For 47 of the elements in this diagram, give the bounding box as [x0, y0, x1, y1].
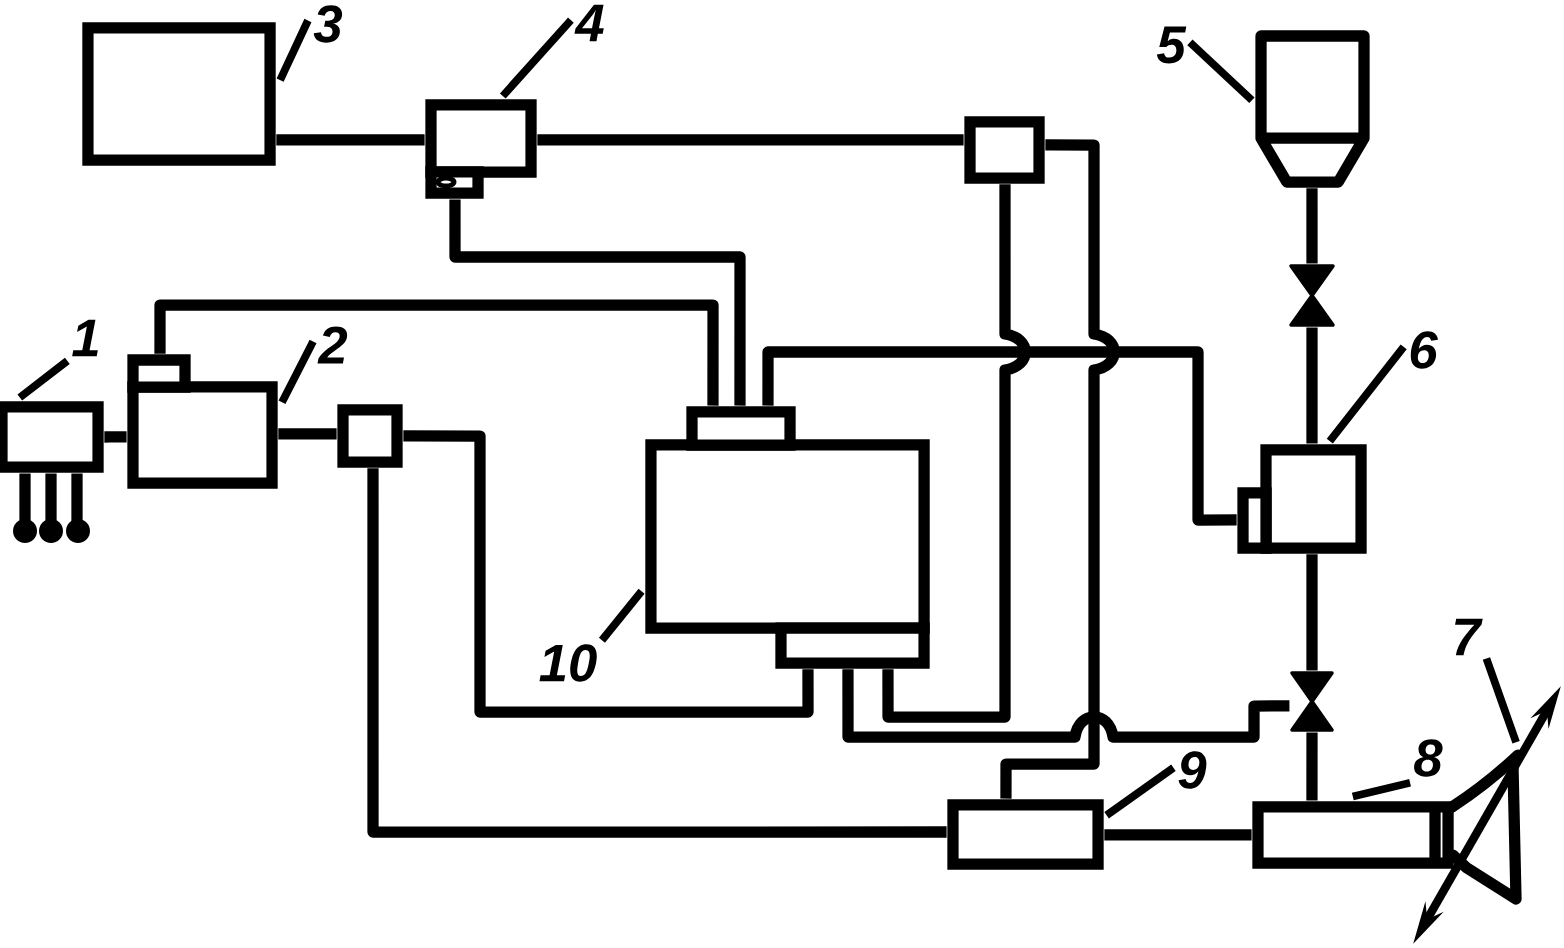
block-box	[947, 799, 1104, 870]
small-box	[686, 406, 796, 451]
connector-line	[1306, 732, 1318, 801]
callout-number: 2	[317, 326, 348, 364]
small-box	[964, 116, 1045, 184]
small-box	[425, 166, 484, 199]
connector-line	[1104, 829, 1252, 841]
leader-line	[600, 590, 643, 642]
leader-line	[501, 19, 573, 97]
callout-number: 9	[1178, 751, 1207, 789]
callout-number: 1	[72, 319, 98, 357]
connector-line	[367, 468, 947, 838]
hopper	[1255, 30, 1370, 188]
connector-line	[276, 134, 425, 146]
connector-line	[537, 134, 964, 146]
block-box	[0, 401, 104, 473]
callout-number: 3	[313, 5, 343, 43]
leader-line	[1328, 346, 1406, 443]
connector-line	[1306, 554, 1318, 671]
block-box	[82, 22, 276, 166]
connector-line	[278, 428, 337, 440]
connector-line	[842, 669, 1290, 743]
block-box	[1252, 801, 1454, 869]
small-box	[775, 622, 930, 669]
small-box	[337, 404, 403, 468]
connector-line	[449, 199, 746, 406]
callout-number: 7	[1455, 618, 1483, 656]
callout-number: 10	[539, 644, 597, 682]
connector-line	[403, 430, 814, 718]
small-box	[127, 354, 191, 393]
connector-line	[1306, 188, 1318, 264]
connector-line	[1306, 327, 1318, 444]
small-box	[1237, 487, 1272, 554]
leader-line	[1105, 766, 1175, 817]
leader-line	[1352, 779, 1411, 800]
callout-number: 6	[1410, 331, 1438, 369]
leader-line	[277, 20, 311, 81]
callout-number: 4	[574, 4, 604, 42]
leader-line	[1483, 658, 1519, 743]
connector-line	[104, 431, 127, 443]
callout-number: 5	[1156, 26, 1187, 64]
valve-symbol	[1290, 671, 1334, 732]
leader-line	[1188, 41, 1253, 102]
valve-symbol	[1289, 264, 1335, 327]
connector-line	[762, 346, 1237, 526]
leader-line	[279, 341, 316, 403]
callout-number: 8	[1414, 739, 1443, 777]
